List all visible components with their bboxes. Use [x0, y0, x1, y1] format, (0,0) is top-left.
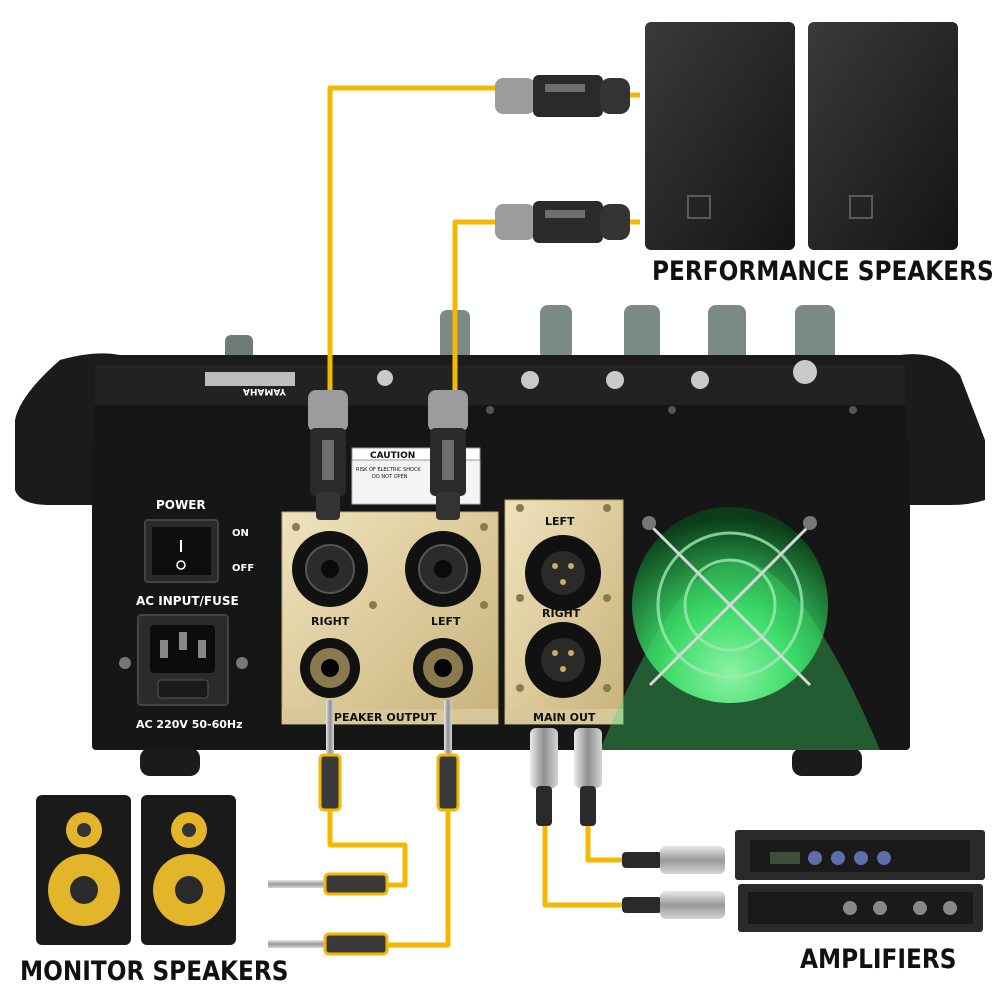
xlr-plug-icon — [622, 846, 725, 874]
main-right-label: RIGHT — [542, 607, 581, 620]
speakon-plug-icon — [495, 75, 630, 117]
ac-input-label: AC INPUT/FUSE — [136, 594, 239, 608]
speakon-output-left[interactable] — [405, 531, 481, 607]
performance-speaker-left — [645, 22, 795, 250]
amplifiers-label: AMPLIFIERS — [800, 944, 957, 975]
amplifier-top — [735, 830, 985, 880]
cable-xlr-right — [585, 825, 625, 863]
xlr-main-left[interactable] — [525, 535, 601, 611]
quarter-inch-jack-icon — [268, 872, 389, 896]
main-out-label: MAIN OUT — [533, 711, 596, 724]
ac-input: AC INPUT/FUSE AC 220V 50-60Hz — [119, 594, 248, 731]
ac-rating-label: AC 220V 50-60Hz — [136, 718, 243, 731]
on-label: ON — [232, 528, 249, 539]
main-left-label: LEFT — [545, 515, 575, 528]
speakon-output-right[interactable] — [292, 531, 368, 607]
main-out-panel: LEFT RIGHT MAIN OUT — [504, 499, 624, 725]
speaker-output-panel: RIGHT LEFT SPEAKER OUTPUT — [281, 511, 499, 725]
caution-title: CAUTION — [370, 451, 415, 461]
cable-xlr-left — [542, 825, 625, 908]
xlr-plug-icon — [622, 891, 725, 919]
speakon-plug-icon — [495, 201, 630, 243]
monitor-speakers-label: MONITOR SPEAKERS — [20, 956, 289, 987]
cable-speakon-right — [327, 85, 500, 395]
jack-output-left[interactable] — [413, 638, 473, 698]
cables — [327, 85, 640, 948]
speaker-left-label: LEFT — [431, 615, 461, 628]
performance-speaker-right — [808, 22, 958, 250]
cable-speakon-left — [452, 219, 500, 395]
quarter-inch-jack-icon — [318, 700, 342, 812]
power-label: POWER — [156, 498, 206, 512]
speakon-plug-icon — [428, 390, 468, 520]
cable-jack-right — [327, 808, 408, 888]
quarter-inch-jack-icon — [268, 932, 389, 956]
monitor-speaker-left — [36, 795, 131, 945]
power-switch[interactable]: POWER ON OFF — [144, 498, 254, 583]
xlr-plug-icon — [530, 728, 558, 826]
caution-line1: RISK OF ELECTRIC SHOCK — [356, 467, 421, 473]
performance-speakers-label: PERFORMANCE SPEAKERS — [652, 256, 994, 287]
fan-icon — [600, 507, 880, 750]
brand-text: YAMAHA — [243, 386, 287, 396]
amplifier-bottom — [738, 884, 983, 932]
cable-jack-left — [385, 808, 451, 948]
speaker-right-label: RIGHT — [311, 615, 350, 628]
jack-output-right[interactable] — [300, 638, 360, 698]
caution-line2: DO NOT OPEN — [372, 474, 408, 480]
xlr-plug-icon — [574, 728, 602, 826]
xlr-main-right[interactable] — [525, 622, 601, 698]
quarter-inch-jack-icon — [436, 700, 460, 812]
off-label: OFF — [232, 563, 254, 574]
speaker-output-label: SPEAKER OUTPUT — [326, 711, 437, 724]
monitor-speaker-right — [141, 795, 236, 945]
speakon-plug-icon — [308, 390, 348, 520]
